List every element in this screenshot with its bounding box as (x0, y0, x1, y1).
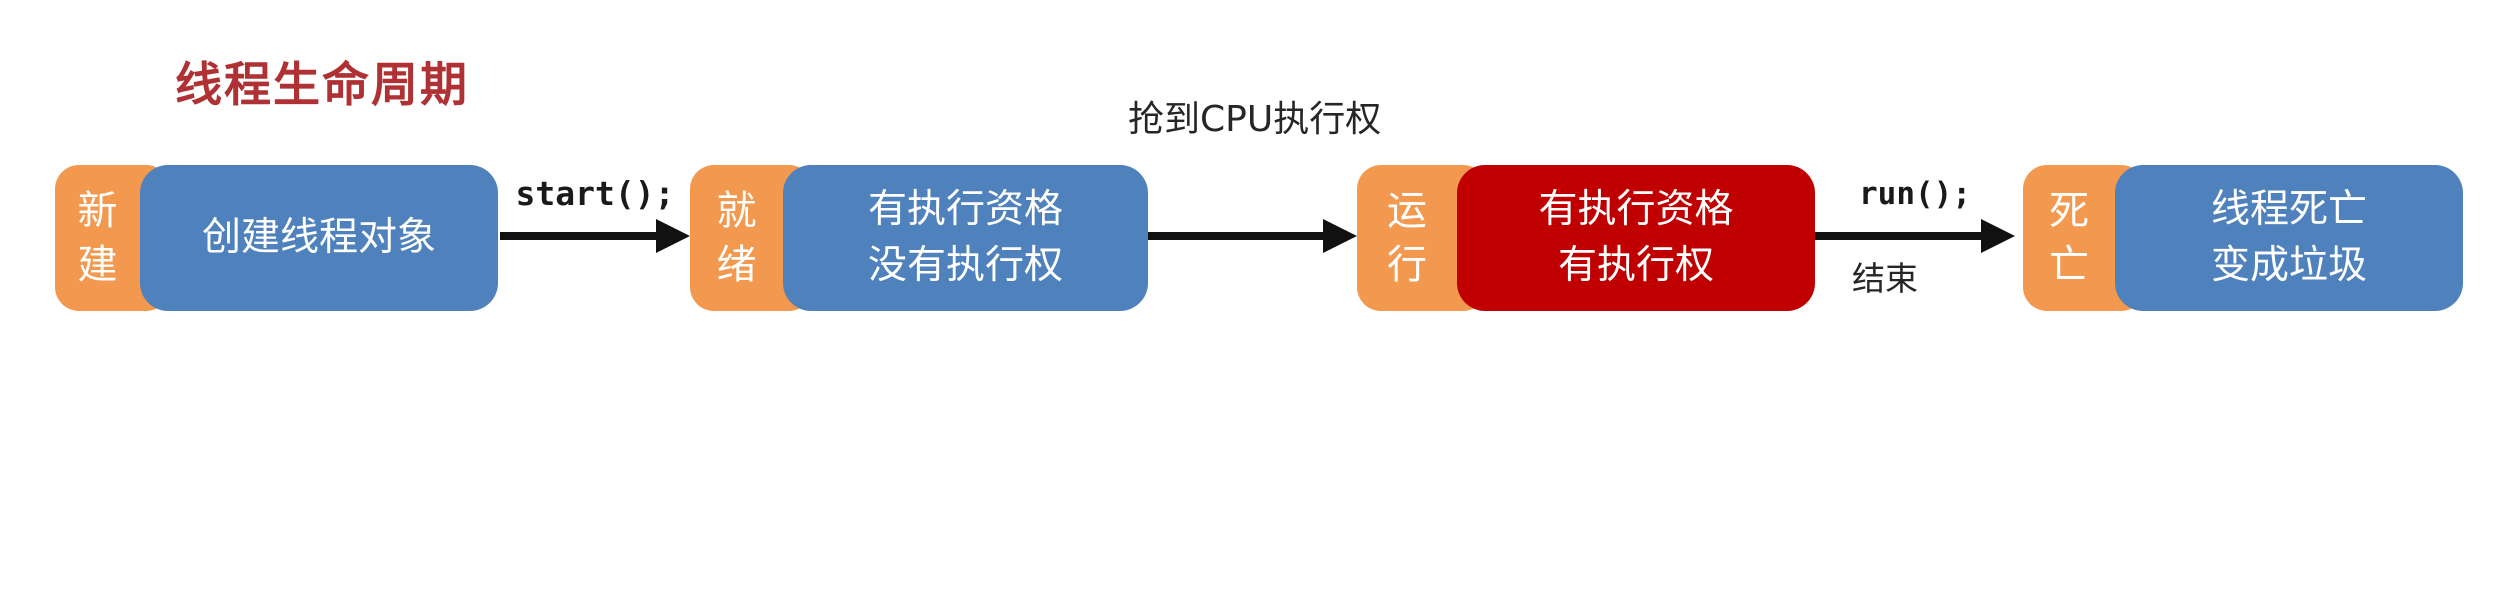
transition-run-label: run(); (1859, 176, 1971, 212)
state-running-line-2: 有执行权 (1557, 243, 1714, 288)
state-dead-line-2: 变成垃圾 (2210, 243, 2367, 288)
diagram-title: 线程生命周期 (175, 58, 469, 113)
arrow-running-to-dead (1815, 219, 2015, 253)
state-running-box: 有执行资格 有执行权 (1457, 165, 1815, 311)
arrow-head-icon (1323, 219, 1357, 253)
state-running-line-1: 有执行资格 (1538, 187, 1734, 232)
arrow-ready-to-running (1148, 219, 1357, 253)
state-dead-box: 线程死亡 变成垃圾 (2115, 165, 2463, 311)
transition-cpu-label: 抢到CPU执行权 (1128, 99, 1382, 140)
arrow-head-icon (656, 219, 690, 253)
arrow-new-to-ready (500, 219, 690, 253)
state-new-line-1: 创建线程对象 (201, 215, 436, 260)
arrow-line (500, 232, 662, 240)
transition-end-label: 结束 (1852, 259, 1918, 298)
transition-start-label: start(); (515, 174, 675, 213)
arrow-line (1815, 232, 1987, 240)
state-new-box: 创建线程对象 (140, 165, 498, 311)
arrow-head-icon (1981, 219, 2015, 253)
state-dead-line-1: 线程死亡 (2210, 187, 2367, 232)
state-dead-tab-label: 死亡 (2049, 188, 2089, 288)
state-ready-line-2: 没有执行权 (867, 243, 1063, 288)
state-ready-tab-label: 就绪 (716, 188, 757, 288)
state-ready-box: 有执行资格 没有执行权 (783, 165, 1148, 311)
state-running-tab-label: 运行 (1387, 188, 1427, 288)
state-new-tab-label: 新建 (77, 188, 118, 288)
state-ready-line-1: 有执行资格 (867, 187, 1063, 232)
arrow-line (1148, 232, 1329, 240)
